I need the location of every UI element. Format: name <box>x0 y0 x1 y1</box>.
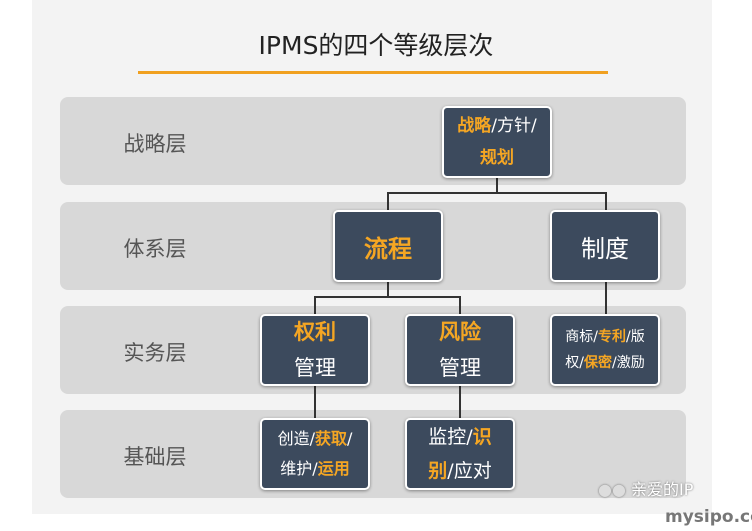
text-highlight: 规划 <box>480 148 514 168</box>
text-highlight: 专利 <box>598 329 626 345</box>
text: /激励 <box>612 355 645 371</box>
site-watermark: mysipo.com <box>665 507 752 527</box>
box-types: 商标/专利/版 权/保密/激励 <box>550 314 660 386</box>
text-highlight: 权利 <box>294 320 336 344</box>
text: /方针/ <box>491 116 537 136</box>
watermark: ●● 亲爱的IP <box>598 476 693 500</box>
text-highlight: 保密 <box>584 355 612 371</box>
box-monitor: 监控/识 别/应对 <box>405 418 515 490</box>
text-highlight: 运用 <box>317 459 350 478</box>
layer-label: 基础层 <box>123 445 187 469</box>
connector <box>459 386 461 418</box>
diagram-title: IPMS的四个等级层次 <box>258 31 494 60</box>
connector <box>459 296 461 314</box>
watermark-text: 亲爱的IP <box>631 480 694 499</box>
text: /应对 <box>447 460 492 482</box>
text: 制度 <box>581 234 629 263</box>
connector <box>605 192 607 210</box>
text: 管理 <box>294 356 336 380</box>
connector <box>387 192 607 194</box>
box-process: 流程 <box>333 210 443 282</box>
band-strategy <box>60 97 686 185</box>
text-highlight: 获取 <box>315 429 348 448</box>
band-foundation <box>60 410 686 498</box>
text-highlight: 识 <box>472 426 492 448</box>
text-highlight: 战略 <box>457 116 492 136</box>
box-risk: 风险管理 <box>405 314 515 386</box>
text-highlight: 别 <box>428 460 448 482</box>
text: 商标/ <box>565 329 598 345</box>
layer-label: 体系层 <box>123 237 187 261</box>
text-highlight: 风险 <box>439 320 481 344</box>
box-system: 制度 <box>550 210 660 282</box>
connector <box>314 386 316 418</box>
title-underline <box>138 71 608 74</box>
text-highlight: 流程 <box>364 234 412 263</box>
text: 权/ <box>565 355 584 371</box>
box-rights: 权利管理 <box>260 314 370 386</box>
wechat-icon: ●● <box>598 480 626 499</box>
text: 维护/ <box>280 459 318 478</box>
box-create: 创造/获取/ 维护/运用 <box>260 418 370 490</box>
connector <box>605 282 607 314</box>
text: 监控/ <box>428 426 473 448</box>
box-strategy: 战略/方针/ 规划 <box>442 106 552 178</box>
connector <box>387 192 389 210</box>
connector <box>496 178 498 194</box>
connector <box>387 282 389 297</box>
text: 管理 <box>439 356 481 380</box>
text: / <box>347 429 353 448</box>
layer-label: 战略层 <box>123 132 187 156</box>
text: 创造/ <box>277 429 315 448</box>
connector <box>314 296 316 314</box>
layer-label: 实务层 <box>123 341 187 365</box>
text: /版 <box>626 329 645 345</box>
connector <box>314 296 461 298</box>
